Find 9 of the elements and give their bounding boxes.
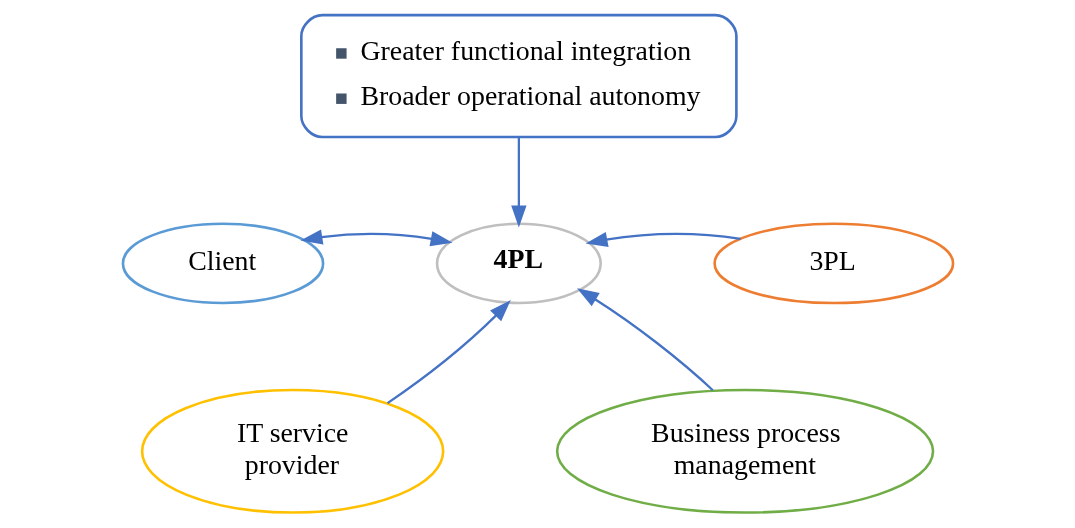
node-ellipse: 3PL	[712, 222, 954, 305]
arrow	[300, 229, 453, 247]
node-box: Greater functional integration Broader operational autonomy	[299, 13, 738, 139]
node-ellipse: IT service provider	[140, 388, 444, 514]
arrow	[585, 231, 741, 248]
node-ellipse: Business process management	[555, 388, 934, 514]
arrow	[510, 137, 527, 228]
arrow	[576, 288, 714, 392]
arrow	[386, 300, 511, 405]
